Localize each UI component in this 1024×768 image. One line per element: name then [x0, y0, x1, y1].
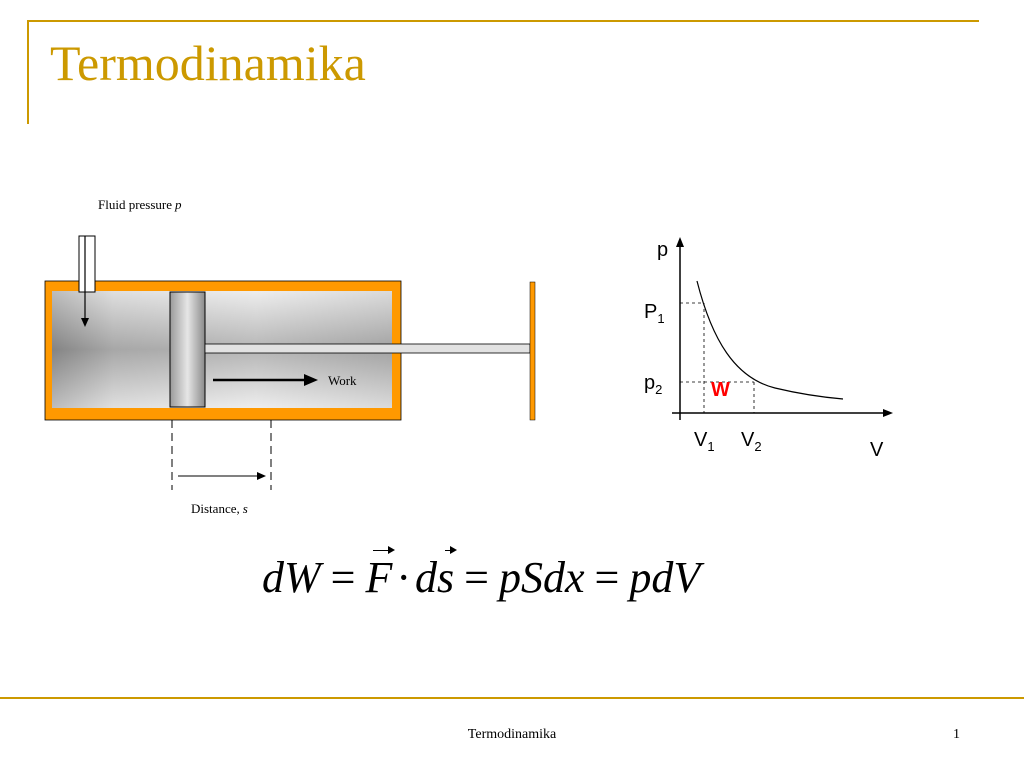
y-axis-arrow	[676, 237, 684, 247]
inlet-pipe	[78, 235, 96, 293]
footer-rule	[0, 697, 1024, 699]
eq-equals-1: =	[330, 553, 356, 602]
page-number: 1	[953, 727, 960, 742]
eq-d: d	[415, 553, 438, 602]
rod-end-plate	[529, 281, 536, 421]
pressure-arrow-head	[81, 318, 89, 327]
isotherm-curve	[696, 280, 844, 400]
title-frame-left-rule	[27, 20, 29, 124]
piston-head	[169, 291, 206, 408]
distance-label: Distance,s	[191, 501, 248, 516]
eq-force-vector: F	[365, 546, 396, 602]
eq-equals-2: =	[464, 553, 489, 602]
distance-arrow-head	[257, 472, 266, 480]
work-equation: dW=F·ds=pSdx=pdV	[262, 546, 701, 602]
v2-label: V2	[741, 429, 762, 454]
piston-rod	[204, 343, 531, 354]
work-area-label: W	[711, 379, 730, 401]
footer-title: Termodinamika	[467, 727, 557, 742]
y-axis-label: p	[657, 239, 668, 261]
eq-equals-3: =	[594, 553, 620, 602]
eq-psdx: pSdx	[498, 553, 585, 602]
pv-graph: p V P1 p2 V1 V2 W	[644, 237, 893, 461]
work-arrow-head	[304, 374, 318, 386]
v1-label: V1	[694, 429, 715, 454]
x-axis-label: V	[870, 439, 884, 461]
x-axis-arrow	[883, 409, 893, 417]
p2-label: p2	[644, 372, 662, 397]
eq-pdv: pdV	[629, 553, 701, 602]
work-label: Work	[328, 373, 357, 388]
eq-dot: ·	[396, 553, 412, 602]
p1-label: P1	[644, 301, 665, 326]
eq-displacement-vector: s	[437, 546, 458, 602]
slide-title: Termodinamika	[50, 35, 366, 91]
title-frame-top-rule	[27, 20, 979, 22]
eq-dw: dW	[262, 553, 321, 602]
